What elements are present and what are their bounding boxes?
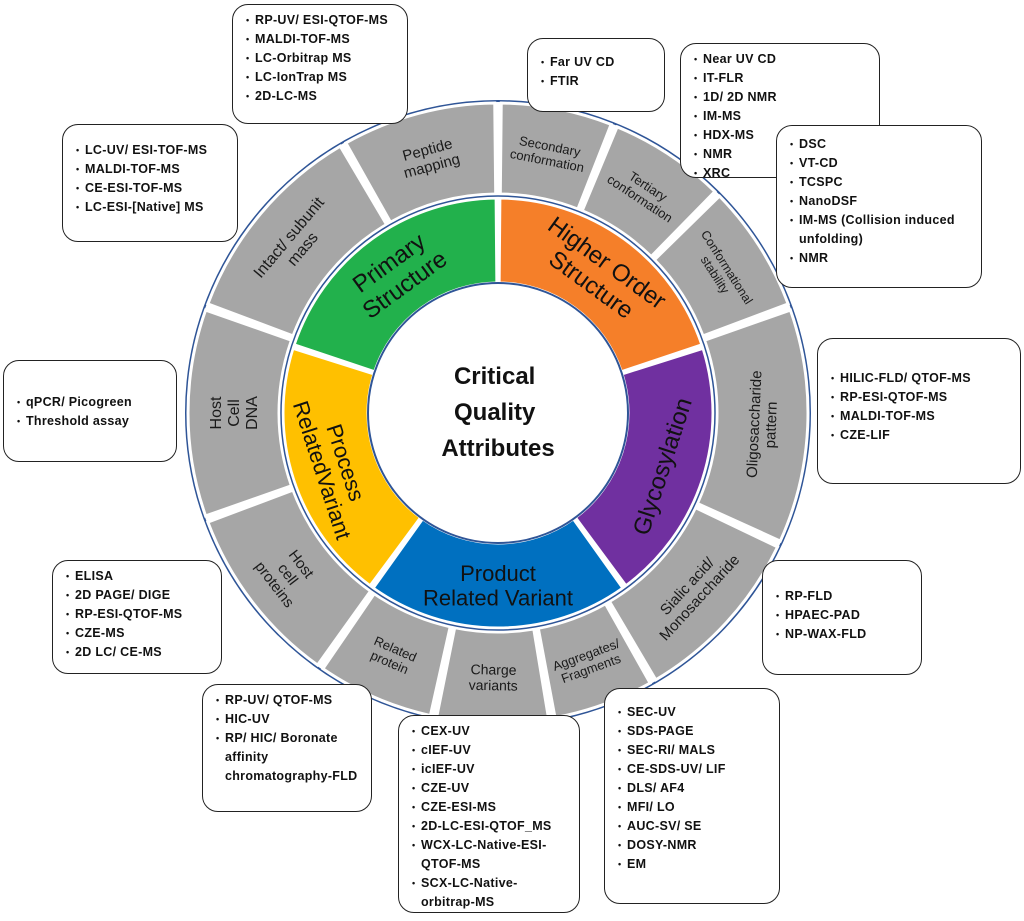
method-item: LC-Orbitrap MS [246,49,397,68]
outer-segment-stability [652,193,791,338]
methods-box-stability: DSC VT-CD TCSPC NanoDSF IM-MS (Collision… [776,125,982,288]
method-item: IT-FLR [694,69,869,88]
method-item: FTIR [541,72,654,91]
method-item: MALDI-TOF-MS [831,407,1010,426]
method-item: VT-CD [790,154,971,173]
method-item: NMR [694,145,869,164]
outer-label-peptide: Peptidemapping [398,134,462,182]
methods-box-charge: CEX-UV cIEF-UV icIEF-UV CZE-UV CZE-ESI-M… [398,715,580,913]
method-item: RP-ESI-QTOF-MS [831,388,1010,407]
method-item: 2D LC/ CE-MS [66,643,211,662]
method-item: cIEF-UV [412,741,569,760]
method-item: RP/ HIC/ Boronate affinity chromatograph… [216,729,361,786]
outer-label-hcdna-line: Host [208,396,225,429]
method-item: HPAEC-PAD [776,606,911,625]
method-item: ELISA [66,567,211,586]
method-item: qPCR/ Picogreen [17,393,166,412]
method-item: CZE-UV [412,779,569,798]
method-item: HIC-UV [216,710,361,729]
methods-box-intact: LC-UV/ ESI-TOF-MS MALDI-TOF-MS CE-ESI-TO… [62,124,238,242]
method-item: 2D PAGE/ DIGE [66,586,211,605]
methods-box-sialic: RP-FLD HPAEC-PAD NP-WAX-FLD [762,560,922,675]
method-item: CZE-LIF [831,426,1010,445]
center-title: Critical Quality Attributes [441,363,554,462]
method-item: HDX-MS [694,126,869,145]
method-item: RP-UV/ QTOF-MS [216,691,361,710]
method-item: DSC [790,135,971,154]
method-item: 1D/ 2D NMR [694,88,869,107]
method-item: LC-UV/ ESI-TOF-MS [76,141,227,160]
method-item: SCX-LC-Native-orbitrap-MS [412,874,569,912]
method-item: 2D-LC-ESI-QTOF_MS [412,817,569,836]
methods-box-oligo: HILIC-FLD/ QTOF-MS RP-ESI-QTOF-MS MALDI-… [817,338,1021,484]
method-item: XRC [694,164,869,183]
method-item: Near UV CD [694,50,869,69]
outer-segment-tertiary [580,124,718,259]
method-item: DLS/ AF4 [618,779,769,798]
methods-box-peptide: RP-UV/ ESI-QTOF-MS MALDI-TOF-MS LC-Orbit… [232,4,408,124]
method-item: DOSY-NMR [618,836,769,855]
inner-label-product-line: Product [460,561,536,586]
method-item: RP-ESI-QTOF-MS [66,605,211,624]
method-item: WCX-LC-Native-ESI-QTOF-MS [412,836,569,874]
method-item: RP-FLD [776,587,911,606]
method-item: CZE-ESI-MS [412,798,569,817]
method-item: CE-SDS-UV/ LIF [618,760,769,779]
method-item: CEX-UV [412,722,569,741]
outer-label-oligo-line: pattern [762,401,781,448]
method-item: TCSPC [790,173,971,192]
method-item: SEC-RI/ MALS [618,741,769,760]
center-circle [367,282,629,544]
outer-label-charge: Chargevariants [469,661,519,694]
method-item: EM [618,855,769,874]
method-item: CZE-MS [66,624,211,643]
methods-box-hcdna: qPCR/ Picogreen Threshold assay [3,360,177,462]
methods-box-secondary: Far UV CD FTIR [527,38,665,112]
method-item: NMR [790,249,971,268]
method-item: SDS-PAGE [618,722,769,741]
method-item: icIEF-UV [412,760,569,779]
methods-box-hcp: ELISA 2D PAGE/ DIGE RP-ESI-QTOF-MS CZE-M… [52,560,222,674]
inner-label-product-line: Related Variant [423,586,573,611]
center-line-1: Critical [454,363,535,390]
method-item: Threshold assay [17,412,166,431]
outer-label-charge-line: Charge [470,661,516,678]
method-item: CE-ESI-TOF-MS [76,179,227,198]
outer-segment-hcdna [186,308,294,518]
outer-segment-sialic [607,505,780,682]
method-item: MALDI-TOF-MS [76,160,227,179]
method-item: NP-WAX-FLD [776,625,911,644]
method-item: SEC-UV [618,703,769,722]
method-item: AUC-SV/ SE [618,817,769,836]
outer-segment-hcp [205,488,373,668]
method-item: LC-IonTrap MS [246,68,397,87]
method-item: 2D-LC-MS [246,87,397,106]
center-line-2: Quality [454,399,536,426]
center-line-3: Attributes [441,435,554,462]
inner-ring-border [280,195,716,631]
method-item: HILIC-FLD/ QTOF-MS [831,369,1010,388]
method-item: RP-UV/ ESI-QTOF-MS [246,11,397,30]
method-item: IM-MS [694,107,869,126]
method-item: LC-ESI-[Native] MS [76,198,227,217]
outer-label-hcdna-line: Cell [226,399,243,427]
method-item: Far UV CD [541,53,654,72]
outer-label-oligo: Oligosaccharidepattern [744,370,782,479]
outer-label-hcdna: HostCellDNA [208,396,261,430]
outer-label-charge-line: variants [469,677,518,694]
outer-label-oligo-line: Oligosaccharide [744,370,766,478]
methods-box-related: RP-UV/ QTOF-MS HIC-UV RP/ HIC/ Boronate … [202,684,372,812]
method-item: NanoDSF [790,192,971,211]
outer-segment-intact [205,144,389,338]
methods-box-aggregates: SEC-UV SDS-PAGE SEC-RI/ MALS CE-SDS-UV/ … [604,688,780,904]
outer-label-hcdna-line: DNA [244,396,261,430]
method-item: IM-MS (Collision induced unfolding) [790,211,971,249]
outer-segment-oligo [695,308,810,544]
method-item: MFI/ LO [618,798,769,817]
method-item: MALDI-TOF-MS [246,30,397,49]
